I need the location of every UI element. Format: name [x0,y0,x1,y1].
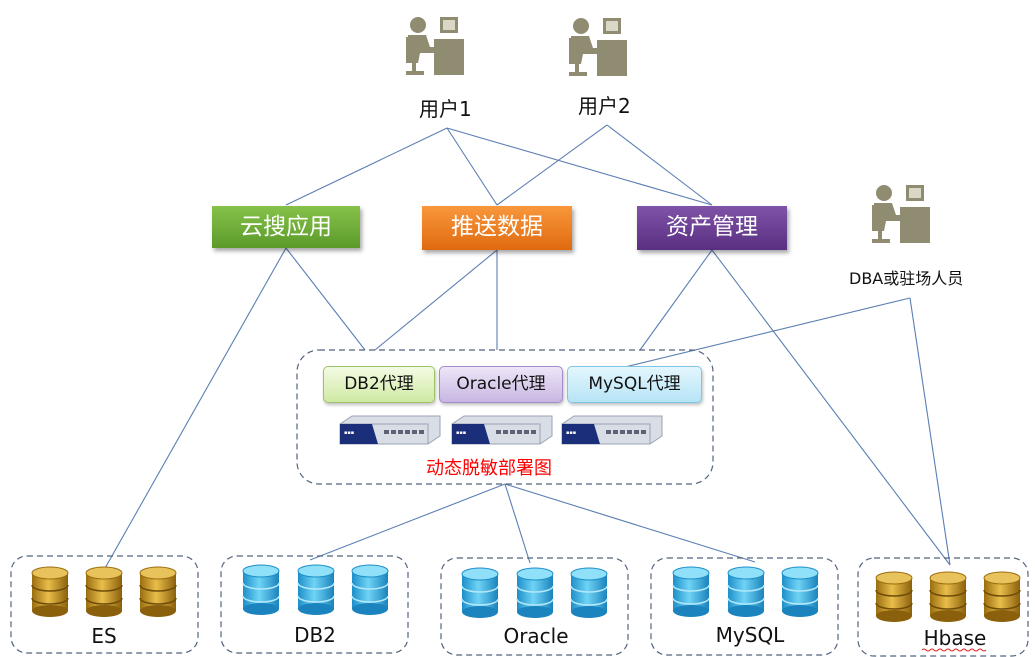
blue-database-icon [570,567,608,619]
dashed-containers [10,349,1029,657]
appliance-icon [339,415,441,445]
db-label-db2: DB2 [294,623,336,647]
blue-database-icon [242,564,280,616]
user-at-computer-icon [569,18,627,76]
proxy-oracle: Oracle代理 [439,366,563,403]
db-label-hbase: Hbase [923,626,987,650]
deployment-box [296,349,714,485]
connector [446,127,498,206]
blue-database-icon [516,567,554,619]
oracle-db-icons [461,567,608,619]
es-db-icons [31,566,177,618]
blue-database-icon [297,564,335,616]
connector [504,483,756,563]
gold-database-icon [85,566,123,618]
appliance-icon [561,415,663,445]
appliance-icon [451,415,553,445]
spellcheck-underline [921,648,987,652]
db-box-mysql [650,557,839,656]
gold-database-icon [31,566,69,618]
connector [285,127,448,206]
blue-database-icon [781,566,819,618]
db-box-oracle [440,557,629,656]
connector [504,483,531,564]
user-at-computer-icon [406,17,464,75]
connector [446,127,713,206]
db-label-mysql: MySQL [715,623,785,647]
hbase-db-icons [875,571,1021,623]
app-box-asset-mgmt: 资产管理 [637,206,787,250]
connector [909,297,951,566]
gold-database-icon [929,571,967,623]
db-label-es: ES [91,624,117,648]
connector [711,249,951,566]
connector [639,249,713,351]
connector [496,124,608,206]
connector [103,247,287,571]
deployment-label: 动态脱敏部署图 [426,458,552,479]
gold-database-icon [983,571,1021,623]
proxy-mysql: MySQL代理 [567,366,702,403]
connection-lines [103,124,951,571]
connector [309,483,506,561]
connector [624,297,911,368]
app-box-push-data: 推送数据 [422,206,572,250]
user-label-1: 用户1 [419,97,472,121]
db-box-db2 [220,555,409,654]
blue-database-icon [727,566,765,618]
user-at-computer-icon [872,185,930,243]
db-label-oracle: Oracle [503,624,569,648]
gold-database-icon [875,571,913,623]
dba-label: DBA或驻场人员 [849,269,964,288]
user-label-2: 用户2 [578,94,631,118]
mysql-db-icons [672,566,819,618]
blue-database-icon [672,566,710,618]
connector [285,247,366,351]
connector [606,124,713,206]
proxy-db2: DB2代理 [323,366,435,403]
db2-db-icons [242,564,389,616]
connector [374,249,498,351]
app-box-cloud-search: 云搜应用 [212,206,360,248]
db-box-hbase [857,557,1029,657]
blue-database-icon [461,567,499,619]
gold-database-icon [139,566,177,618]
blue-database-icon [351,564,389,616]
db-box-es [10,555,199,654]
